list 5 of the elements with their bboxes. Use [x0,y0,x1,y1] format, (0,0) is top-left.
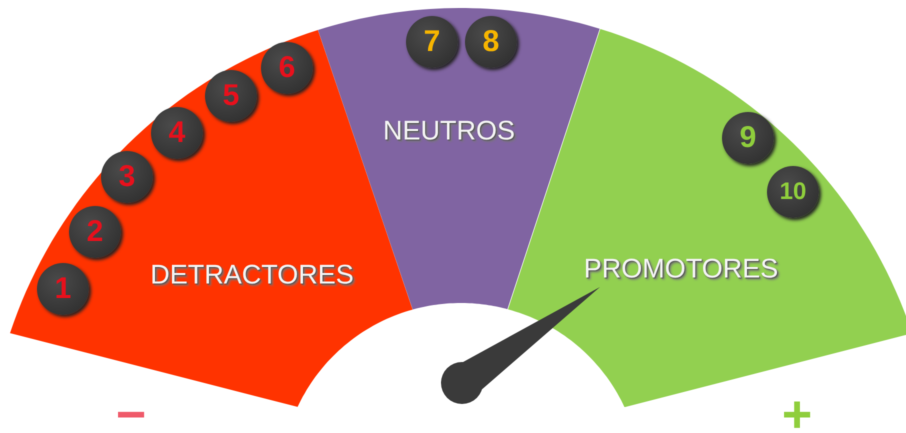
minus-sign: − [116,389,146,433]
segment-label: DETRACTORES [150,259,354,290]
plus-sign: + [782,389,812,433]
segment-label: NEUTROS [382,115,515,146]
segment-label: PROMOTORES [584,253,778,284]
